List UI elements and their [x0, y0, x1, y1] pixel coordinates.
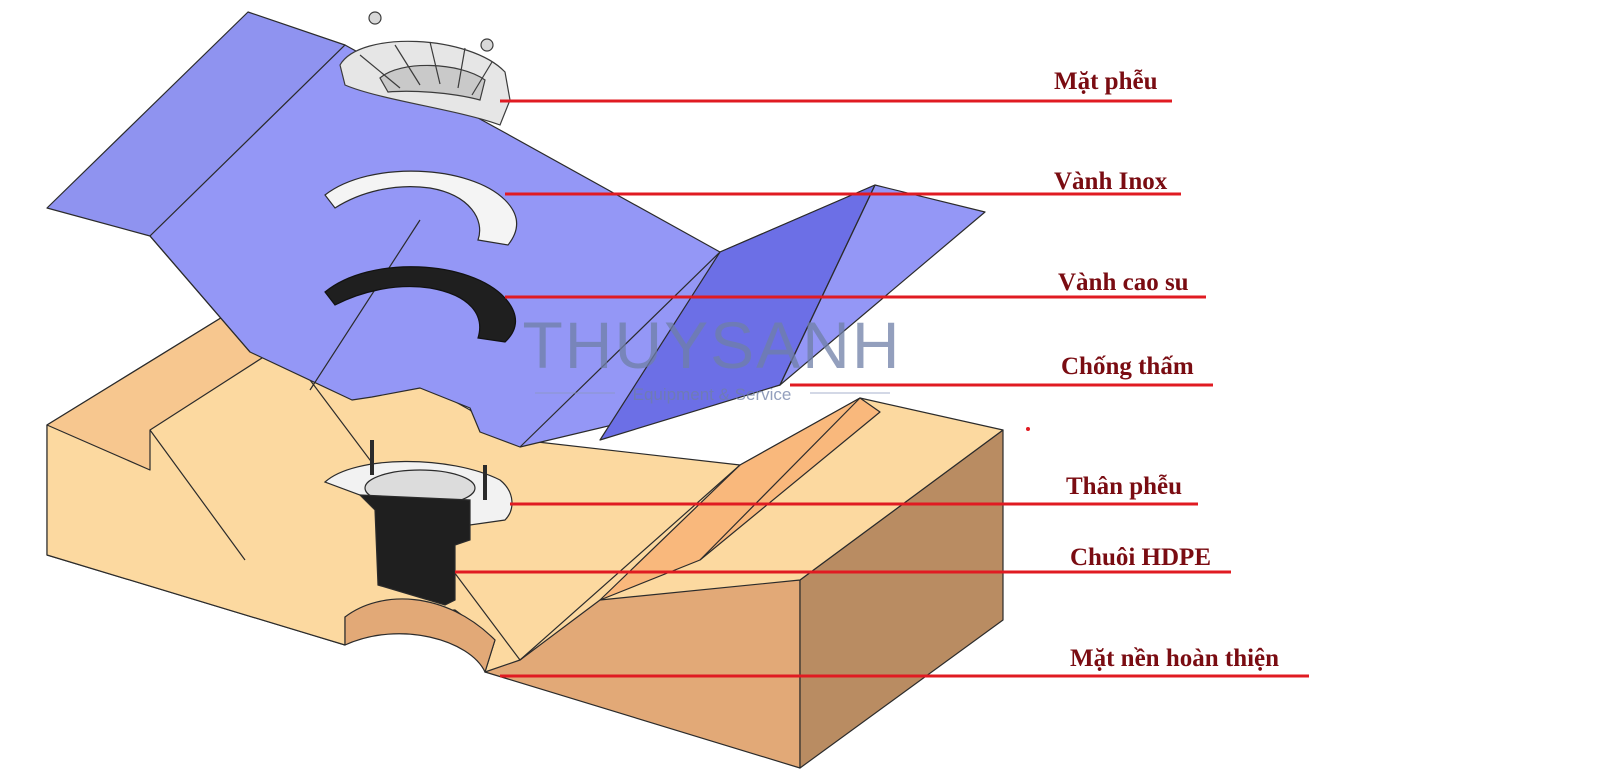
waterproof-membrane [46, 11, 986, 448]
stray-dot [1026, 427, 1030, 431]
grate-rib [457, 47, 466, 89]
label-vanh-cao-su: Vành cao su [1058, 269, 1189, 296]
floor-edge-line [519, 464, 741, 661]
grate-bolt [480, 38, 494, 52]
label-vanh-inox: Vành Inox [1054, 168, 1168, 195]
grate-bolt [368, 11, 382, 25]
part-labels: Mặt phễu Vành Inox Vành cao su Chống thấ… [1054, 68, 1279, 672]
watermark-brand: THUYSANH [522, 308, 901, 382]
label-chong-tham: Chống thấm [1061, 353, 1194, 380]
membrane-fold-line [309, 219, 421, 391]
membrane-fold-line [149, 235, 251, 353]
rubber-ring-part [324, 266, 517, 343]
watermark: THUYSANH Equipment & Service [522, 308, 901, 404]
leader-lines [455, 99, 1309, 678]
floor-slope-left [46, 299, 291, 471]
grate-rib [394, 44, 421, 86]
label-than-pheu: Thân phễu [1066, 473, 1182, 500]
watermark-tagline: Equipment & Service [633, 385, 792, 404]
funnel-body-part [323, 440, 513, 606]
grate-rib [429, 41, 441, 85]
grate-rib [359, 54, 401, 89]
label-chuoi-hdpe: Chuôi HDPE [1070, 544, 1211, 571]
funnel-grate-part [339, 11, 511, 126]
floor-edge-line [149, 429, 246, 561]
label-mat-nen: Mặt nền hoàn thiện [1070, 645, 1279, 672]
floor-drain-hole [344, 598, 496, 673]
funnel-body-neck [358, 494, 471, 606]
floor-edge-line [699, 397, 861, 561]
stainless-ring-part [324, 170, 518, 246]
membrane-fold-line [779, 184, 876, 386]
membrane-fold-line [519, 251, 721, 448]
label-mat-pheu: Mặt phễu [1054, 68, 1158, 95]
grate-rib [471, 61, 493, 96]
